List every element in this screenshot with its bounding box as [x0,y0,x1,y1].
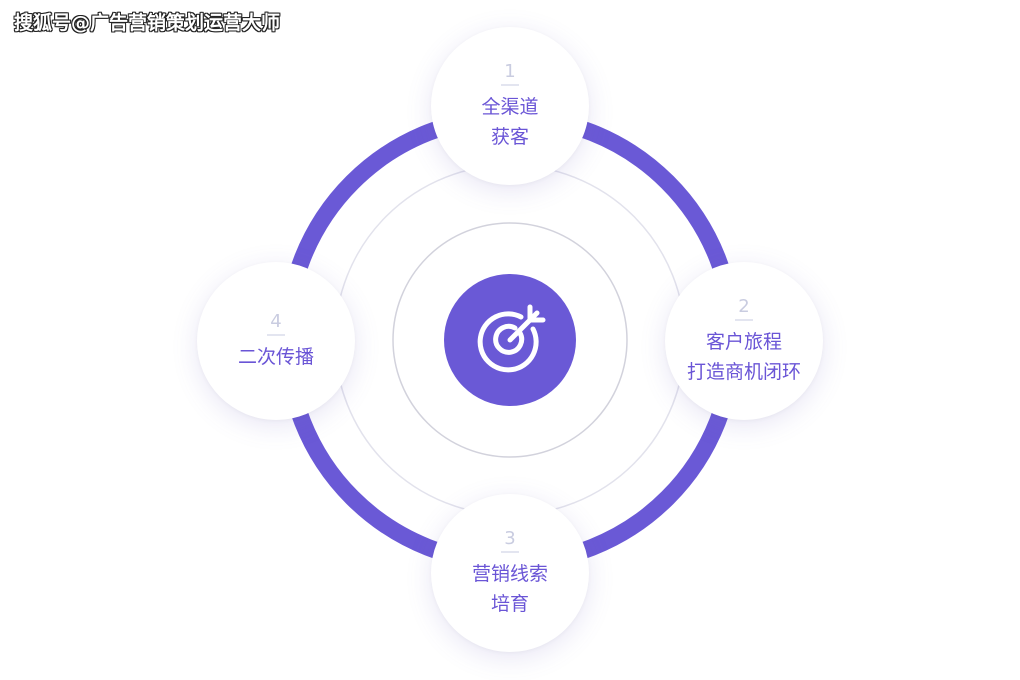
inner-ring [392,222,628,458]
step-node-2: 2 客户旅程 打造商机闭环 [665,262,823,420]
step-number: 2 [735,296,753,321]
watermark-text: 搜狐号@广告营销策划运营大师 [14,12,281,34]
step-label-line: 客户旅程 [705,330,782,353]
step-label-line: 二次传播 [237,345,314,368]
target-arrow-icon [477,304,546,373]
step-number: 3 [501,528,519,553]
step-number: 1 [501,61,519,86]
step-label-line: 全渠道 [481,95,539,118]
step-node-1: 1 全渠道 获客 [431,27,589,185]
step-label-line: 营销线索 [471,562,548,585]
step-number: 4 [267,311,285,336]
step-node-4: 4 二次传播 [197,262,355,420]
step-label-line: 培育 [490,592,529,615]
step-node-3: 3 营销线索 培育 [431,494,589,652]
center-target-badge [444,274,576,406]
step-label-line: 打造商机闭环 [686,360,801,383]
step-label-line: 获客 [490,125,529,148]
